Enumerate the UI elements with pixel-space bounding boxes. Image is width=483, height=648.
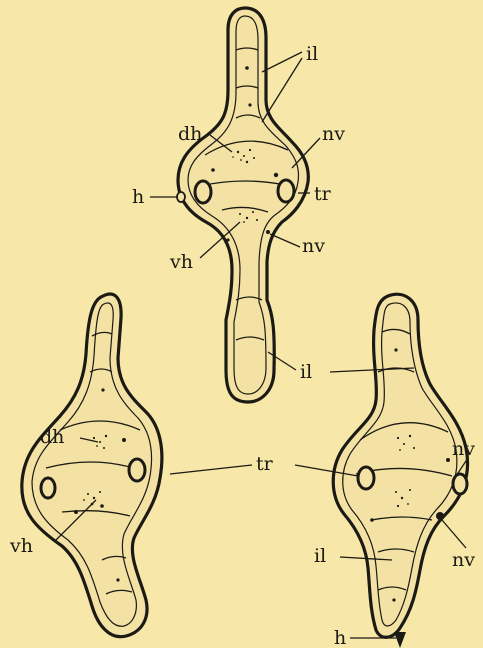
left-tracheid-left [41, 478, 55, 498]
leader-tr-left [170, 465, 252, 474]
right-tracheid-right [453, 474, 467, 494]
label-il-top: il [306, 43, 318, 65]
right-hair [394, 632, 406, 648]
leader-nv-top-lower [270, 234, 300, 247]
label-h-right: h [334, 627, 346, 648]
top-hair [177, 192, 185, 202]
label-nv-right-upper: nv [452, 438, 475, 460]
label-nv-right-lower: nv [452, 549, 475, 571]
label-h-top: h [132, 186, 144, 208]
label-dh-left: dh [40, 426, 64, 448]
label-dh-top: dh [178, 123, 202, 145]
label-nv-top-upper: nv [322, 123, 345, 145]
top-tracheid-left [195, 181, 211, 203]
right-specimen [333, 294, 467, 648]
top-tracheid-right [278, 180, 294, 202]
label-vh-left: vh [9, 535, 33, 557]
leader-nv-right-lower [442, 520, 466, 548]
label-vh-top: vh [169, 251, 193, 273]
right-nucleus-dark [436, 512, 444, 520]
top-specimen [177, 8, 308, 402]
right-specimen-outline [333, 294, 467, 637]
label-tr-shared: tr [256, 453, 274, 475]
leader-il-top-lower [262, 58, 302, 122]
label-nv-top-lower: nv [302, 235, 325, 257]
label-il-right: il [314, 545, 326, 567]
leader-il-top-upper [262, 52, 302, 72]
left-tracheid-right [129, 459, 145, 481]
left-specimen [22, 294, 162, 637]
label-il-top-bottom: il [300, 361, 312, 383]
right-tracheid-left [358, 467, 374, 489]
label-tr-top: tr [314, 183, 332, 205]
